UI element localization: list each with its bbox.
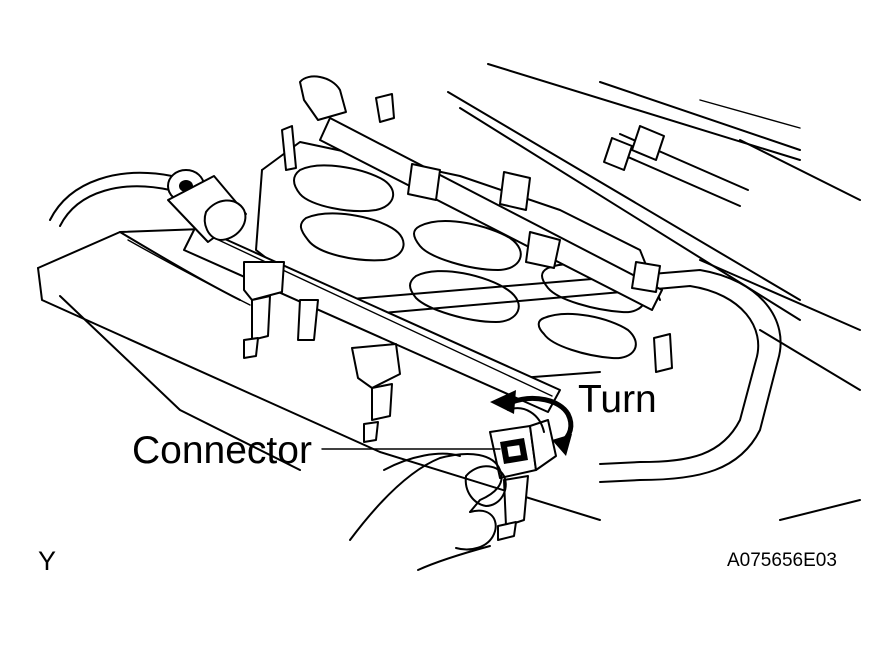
hand [349,407,545,571]
pressure-regulator [49,169,247,243]
hose-loop [339,269,782,483]
lower-injectors [243,261,401,443]
turn-arrow [490,390,574,456]
turn-label: Turn [578,378,657,421]
figure-code: A075656E03 [727,550,837,571]
side-pipe [603,125,749,207]
engine-head-outline [447,63,861,521]
target-connector [489,419,557,541]
upper-injectors [281,75,673,373]
connector-label: Connector [132,429,312,472]
view-letter: Y [38,546,56,576]
